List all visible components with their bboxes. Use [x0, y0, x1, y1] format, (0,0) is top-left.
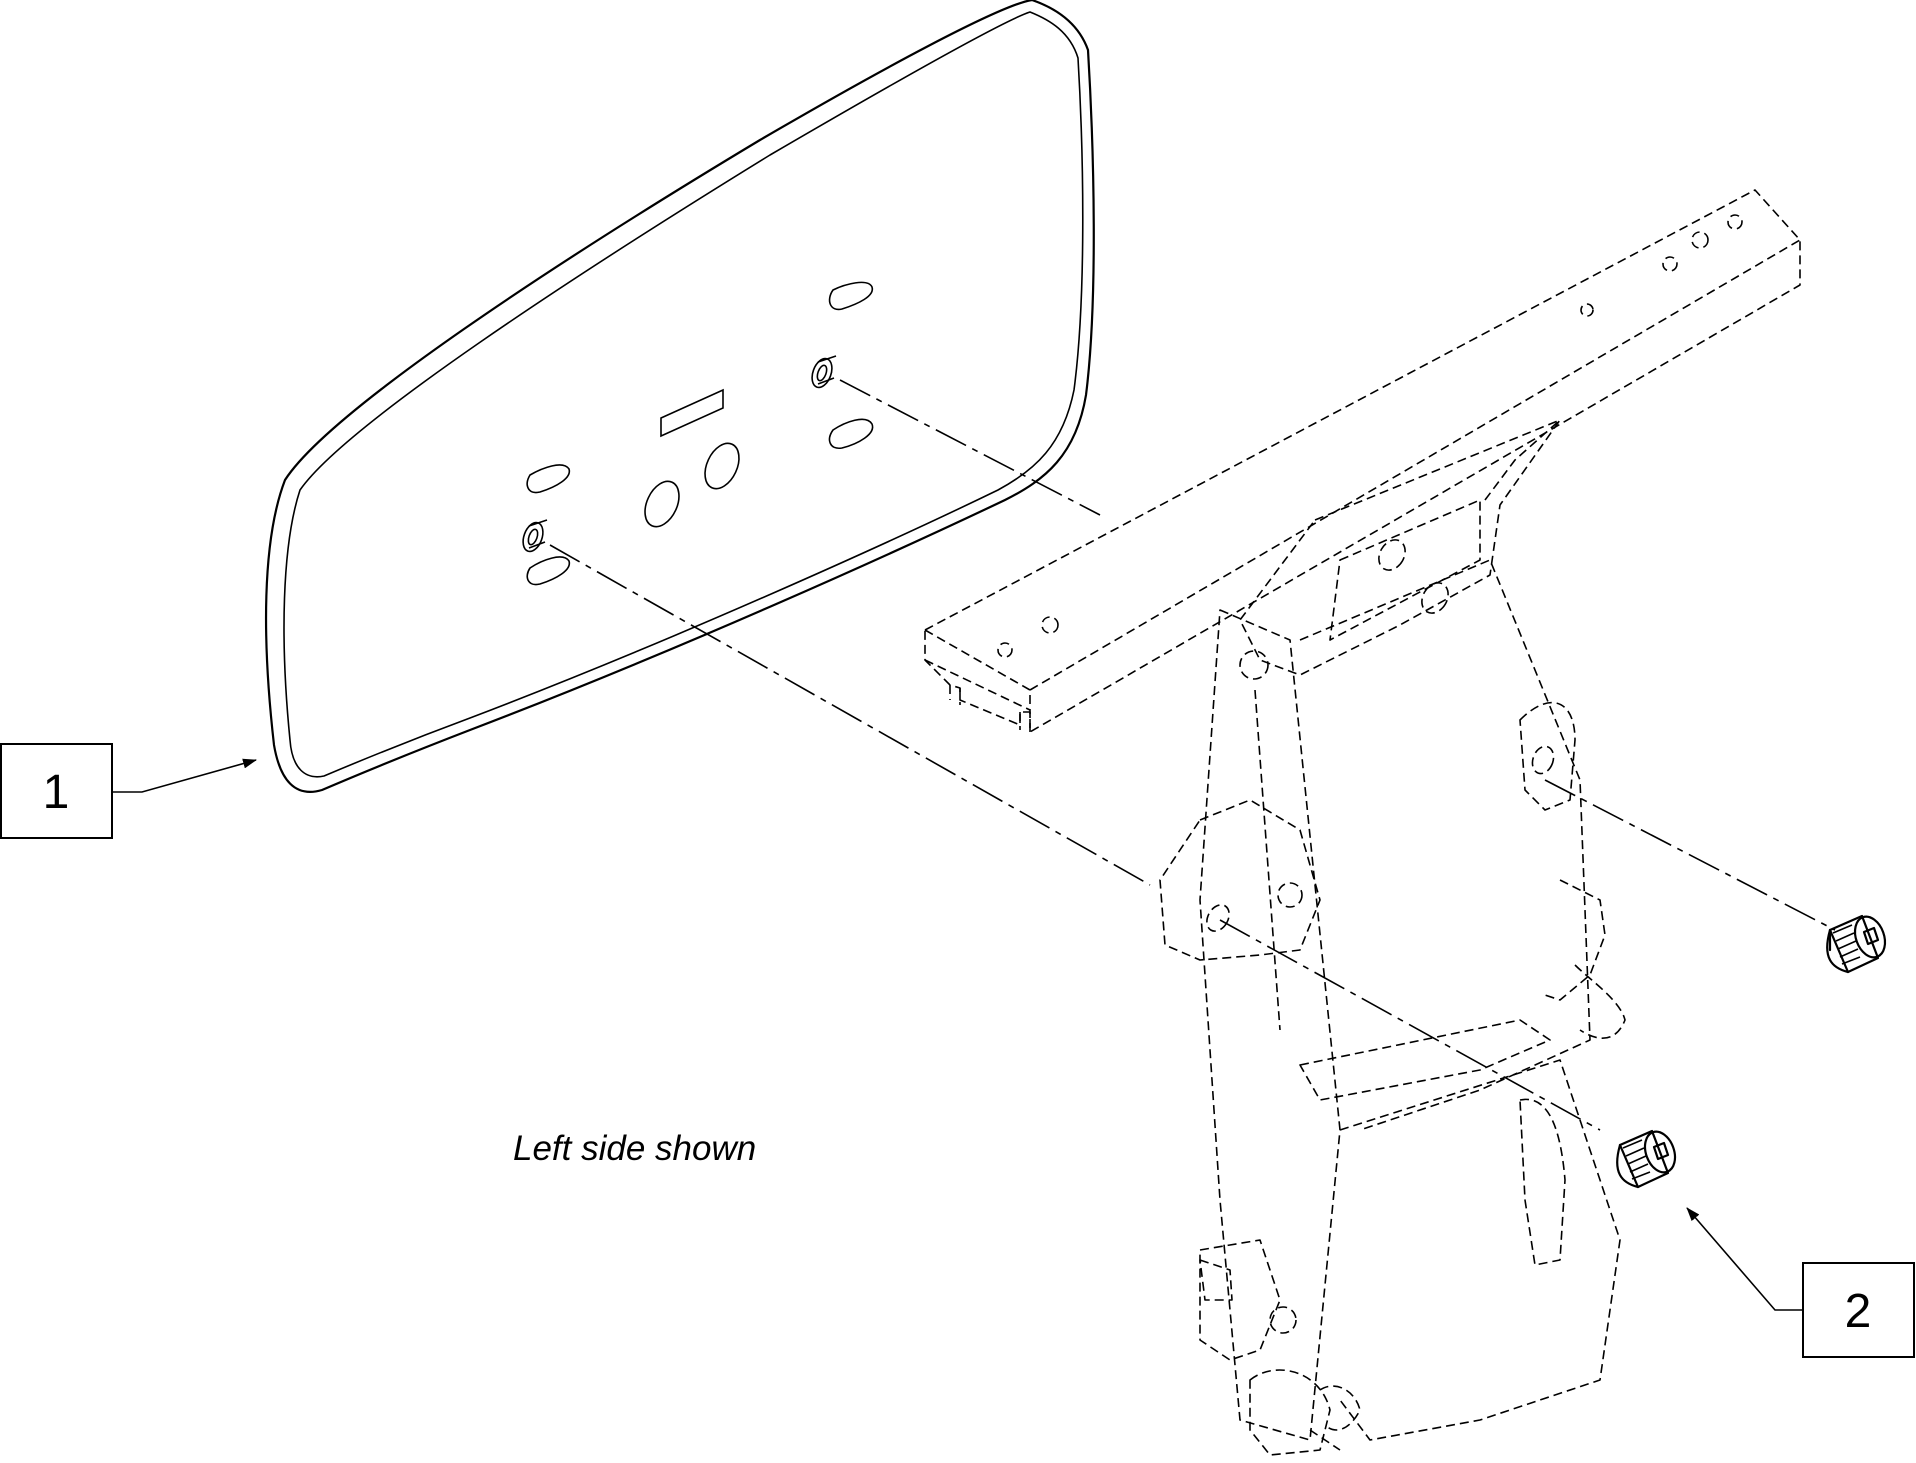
threaded-insert-lower [522, 519, 548, 553]
callout-1-leader [112, 758, 257, 793]
callout-2-number: 2 [1845, 1285, 1872, 1338]
view-note: Left side shown [513, 1129, 756, 1168]
socket-head-screw-lower [1616, 1129, 1677, 1189]
assembly-centerlines [549, 379, 1836, 1131]
centerline-upper [839, 379, 1101, 516]
socket-head-screw-right [1826, 914, 1887, 974]
callout-1-box [0, 743, 113, 839]
centerline-lower [549, 544, 1151, 886]
callout-1: 1 [0, 743, 257, 839]
callout-1-number: 1 [43, 766, 70, 819]
callout-2: 2 [1686, 1207, 1915, 1358]
callout-2-leader [1686, 1207, 1803, 1311]
threaded-insert-upper [811, 355, 837, 389]
mounting-bracket-assembly [924, 189, 1801, 1456]
centerline-right [1544, 779, 1836, 931]
headrest-pad [264, 0, 1095, 793]
centerline-lower-continued [1219, 919, 1601, 1131]
